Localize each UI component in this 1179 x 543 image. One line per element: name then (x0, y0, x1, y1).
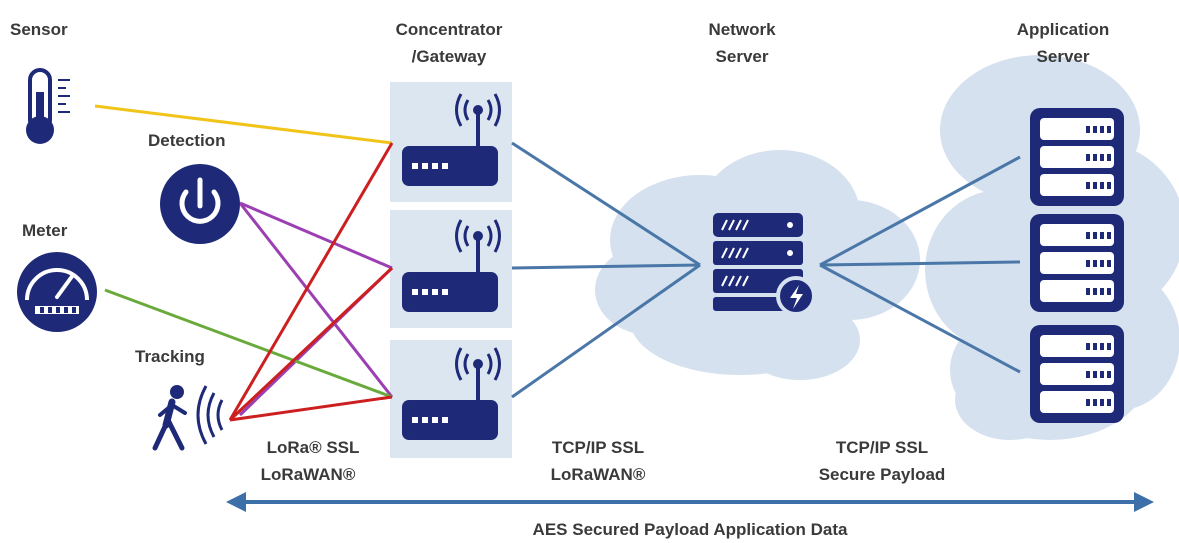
aes-footer-label: AES Secured Payload Application Data (533, 520, 848, 539)
application-server-icon (1030, 214, 1124, 312)
gateway-header-line2: /Gateway (412, 47, 487, 66)
sensor-header: Sensor (10, 20, 68, 39)
device-links (94, 104, 394, 422)
signal-waves-icon (196, 385, 224, 445)
detection-link-a (239, 201, 393, 270)
gateway-router-icon (402, 93, 501, 186)
tracking-link-b (228, 266, 394, 422)
walking-person-icon (152, 385, 187, 451)
network-header-line2: Server (716, 47, 769, 66)
tracking-label: Tracking (135, 347, 205, 366)
detection-label: Detection (148, 131, 225, 150)
gateway-router-icon (402, 219, 501, 312)
aes-range-arrow (226, 492, 1154, 512)
gateway-header-line1: Concentrator (396, 20, 503, 39)
tcp-gateway-line2: LoRaWAN® (551, 465, 646, 484)
thermometer-icon (26, 68, 70, 144)
tracking-link-c (229, 395, 393, 422)
backhaul-links (511, 141, 1021, 399)
meter-label: Meter (22, 221, 68, 240)
app-header-line2: Server (1037, 47, 1090, 66)
tcp-app-line1: TCP/IP SSL (836, 438, 928, 457)
lora-protocol-line1: LoRa® SSL (267, 438, 360, 457)
application-server-icon (1030, 325, 1124, 423)
tcp-app-line2: Secure Payload (819, 465, 946, 484)
sensor-link (94, 104, 393, 145)
app-header-line1: Application (1017, 20, 1110, 39)
network-server-icon (713, 213, 816, 316)
gauge-icon (17, 252, 97, 332)
tcp-gateway-line1: TCP/IP SSL (552, 438, 644, 457)
tracking-link-a (228, 142, 394, 421)
meter-link (104, 288, 393, 399)
power-icon (160, 164, 240, 244)
detection-link-b (238, 202, 394, 398)
lora-protocol-line2: LoRaWAN® (261, 465, 356, 484)
gateway-router-icon (402, 347, 501, 440)
application-server-icon (1030, 108, 1124, 206)
network-header-line1: Network (708, 20, 776, 39)
